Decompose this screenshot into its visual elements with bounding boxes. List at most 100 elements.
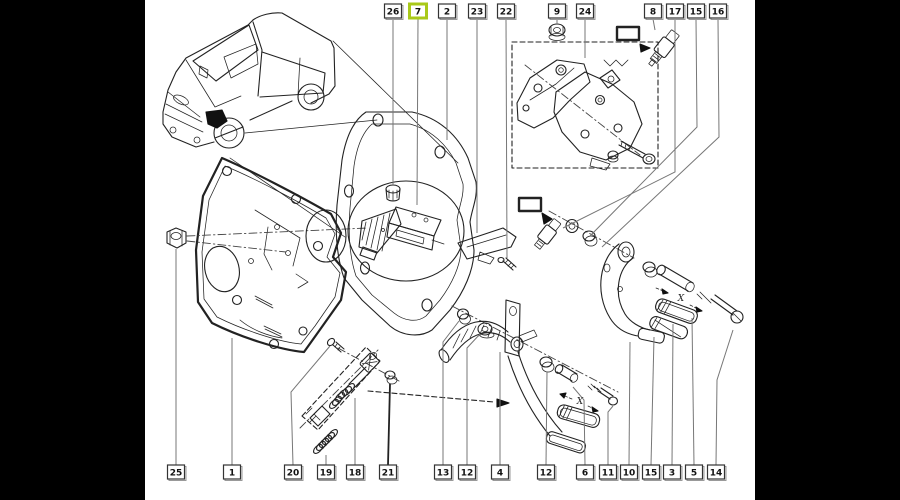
callout-box-17-top[interactable]: 17 bbox=[665, 3, 686, 20]
leader-line-22 bbox=[505, 18, 508, 259]
leader-line-15 bbox=[589, 18, 698, 237]
callout-number: 17 bbox=[669, 8, 682, 18]
callout-number: 10 bbox=[623, 469, 636, 479]
leader-line-11 bbox=[607, 405, 614, 465]
rod-cap-part18 bbox=[359, 352, 380, 373]
callout-box-6-bottom[interactable]: 6 bbox=[575, 464, 596, 481]
van-illustration bbox=[162, 12, 336, 149]
callout-box-18-bottom[interactable]: 18 bbox=[345, 464, 366, 481]
leader-line-10 bbox=[628, 341, 631, 466]
adjustment-mark-clutch bbox=[559, 392, 599, 413]
callout-box-15-bottom[interactable]: 15 bbox=[641, 464, 662, 481]
callout-box-7-top[interactable]: 7 bbox=[408, 2, 428, 20]
leader-line-14 bbox=[715, 329, 734, 466]
callout-number: 24 bbox=[579, 8, 592, 18]
clutch-bolt bbox=[587, 383, 619, 406]
pushrod-spring-kit bbox=[299, 337, 400, 454]
callout-box-11-bottom[interactable]: 11 bbox=[598, 464, 619, 481]
callout-box-3-bottom[interactable]: 3 bbox=[662, 464, 683, 481]
callout-box-14-bottom[interactable]: 14 bbox=[706, 464, 727, 481]
callout-number: 15 bbox=[690, 8, 703, 18]
callout-number: 12 bbox=[540, 469, 553, 479]
callout-number: 2 bbox=[444, 8, 450, 18]
callout-number: 15 bbox=[645, 469, 658, 479]
callout-box-21-bottom[interactable]: 21 bbox=[378, 464, 399, 481]
leader-line-12 bbox=[545, 371, 548, 466]
callout-box-8-top[interactable]: 8 bbox=[643, 3, 664, 20]
leader-line-3 bbox=[671, 323, 674, 466]
part-location-marker bbox=[205, 109, 228, 129]
callout-number: 14 bbox=[710, 469, 723, 479]
callout-box-24-top[interactable]: 24 bbox=[575, 3, 596, 20]
callout-box-4-bottom[interactable]: 4 bbox=[490, 464, 511, 481]
callout-box-9-top[interactable]: 9 bbox=[547, 3, 568, 20]
callout-number: 21 bbox=[382, 469, 395, 479]
callout-number: 7 bbox=[415, 8, 421, 18]
callout-number: 3 bbox=[669, 469, 675, 479]
leader-lines-layer bbox=[175, 18, 734, 466]
callout-boxes-layer: 26 7 2 23 22 9 24 8 17 15 16 25 1 20 19 18 21 13 12 4 12 6 11 1… bbox=[166, 2, 729, 481]
callout-box-10-bottom[interactable]: 10 bbox=[619, 464, 640, 481]
callout-number: 1 bbox=[229, 469, 235, 479]
brake-pedal-pads bbox=[649, 298, 698, 340]
callout-number: 22 bbox=[500, 8, 513, 18]
callout-box-13-bottom[interactable]: 13 bbox=[433, 464, 454, 481]
leader-line-13 bbox=[442, 320, 460, 465]
annotations-layer: XX bbox=[576, 294, 685, 407]
leader-line-17 bbox=[562, 19, 676, 229]
spring-lower-part19 bbox=[313, 429, 338, 454]
dimension-label-x: X bbox=[677, 294, 685, 304]
leader-line-21 bbox=[387, 383, 391, 466]
callout-number: 18 bbox=[349, 469, 362, 479]
callout-number: 16 bbox=[712, 8, 725, 18]
clutch-pedal bbox=[438, 299, 619, 454]
callout-number: 19 bbox=[320, 469, 333, 479]
callout-box-20-bottom[interactable]: 20 bbox=[283, 464, 304, 481]
callout-number: 8 bbox=[650, 8, 656, 18]
callout-box-19-bottom[interactable]: 19 bbox=[316, 464, 337, 481]
leader-line-12 bbox=[466, 333, 481, 465]
leader-line-16 bbox=[601, 18, 720, 248]
callout-box-25-bottom[interactable]: 25 bbox=[166, 464, 187, 481]
mounting-panel-part1 bbox=[186, 156, 369, 354]
drawing-sheet bbox=[145, 0, 755, 500]
callout-box-5-bottom[interactable]: 5 bbox=[684, 464, 705, 481]
nut-part21 bbox=[384, 370, 398, 385]
callout-number: 6 bbox=[582, 469, 588, 479]
callout-number: 13 bbox=[437, 469, 450, 479]
callout-box-15-top[interactable]: 15 bbox=[686, 3, 707, 20]
callout-number: 26 bbox=[387, 8, 400, 18]
leader-line-5 bbox=[691, 317, 695, 466]
callout-number: 23 bbox=[471, 8, 484, 18]
callout-box-26-top[interactable]: 26 bbox=[383, 3, 404, 20]
callout-box-12-bottom[interactable]: 12 bbox=[457, 464, 478, 481]
brake-pedal bbox=[600, 241, 665, 344]
switch-lower-part17 bbox=[517, 196, 562, 250]
spring-upper-part19 bbox=[329, 383, 355, 409]
highlight-circle bbox=[347, 180, 465, 282]
callout-box-2-top[interactable]: 2 bbox=[437, 3, 458, 20]
callout-number: 20 bbox=[287, 469, 300, 479]
callout-number: 12 bbox=[461, 469, 474, 479]
callout-box-12-bottom[interactable]: 12 bbox=[536, 464, 557, 481]
callout-box-22-top[interactable]: 22 bbox=[496, 3, 517, 20]
leader-line-8 bbox=[652, 18, 656, 31]
adjustment-mark-brake bbox=[655, 287, 703, 313]
spacer-tube bbox=[656, 264, 695, 293]
callout-number: 11 bbox=[602, 469, 615, 479]
callout-box-16-top[interactable]: 16 bbox=[708, 3, 729, 20]
switch-upper-part8 bbox=[615, 25, 680, 67]
leader-line-7 bbox=[416, 18, 419, 206]
clutch-nut-part12 bbox=[539, 356, 555, 373]
artwork-layer bbox=[162, 12, 744, 454]
callout-box-1-bottom[interactable]: 1 bbox=[222, 464, 243, 481]
bracket-part7 bbox=[358, 206, 445, 261]
bolt-part20 bbox=[326, 337, 336, 347]
callout-number: 9 bbox=[554, 8, 560, 18]
pedal-bracket-part24 bbox=[516, 59, 656, 171]
callout-number: 4 bbox=[497, 469, 503, 479]
callout-box-23-top[interactable]: 23 bbox=[467, 3, 488, 20]
leader-line-15 bbox=[650, 336, 655, 466]
